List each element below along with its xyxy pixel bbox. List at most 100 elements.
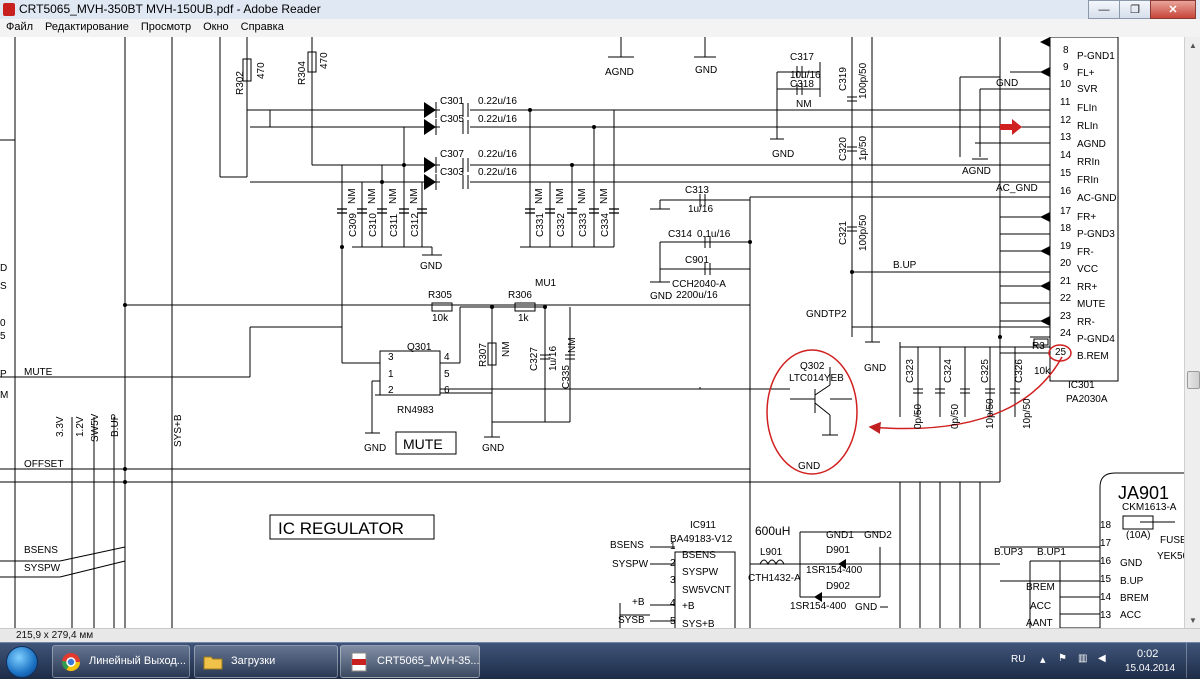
- ic301-pin-num: 14: [1060, 150, 1072, 161]
- ic301-pin-num: 23: [1060, 311, 1072, 322]
- ic-regulator-title: IC REGULATOR: [278, 519, 404, 538]
- window-title: CRT5065_MVH-350BT MVH-150UB.pdf - Adobe …: [19, 2, 321, 16]
- syspw-net-label: SYSPW: [24, 563, 61, 574]
- rail-sysb: SYS+B: [173, 414, 184, 447]
- ic301-pin-num: 19: [1060, 241, 1072, 252]
- ic301-pin-num: 20: [1060, 258, 1072, 269]
- menu-view[interactable]: Просмотр: [140, 21, 192, 33]
- r304-label: R304: [297, 61, 308, 85]
- minimize-button[interactable]: —: [1088, 0, 1120, 19]
- ic301-pin-label: RRIn: [1077, 157, 1100, 168]
- nm-label: NM: [367, 188, 378, 204]
- vertical-scrollbar[interactable]: ▲ ▼: [1184, 37, 1200, 628]
- window-controls: — ❐ ✕: [1088, 0, 1196, 19]
- r307-label: R307: [478, 343, 489, 367]
- nm-label: NM: [577, 188, 588, 204]
- menu-edit[interactable]: Редактирование: [45, 21, 129, 33]
- gnd-label: GND: [996, 78, 1018, 89]
- ic301-pin-label: P-GND4: [1077, 334, 1115, 345]
- ic301-pin-label: FRIn: [1077, 175, 1099, 186]
- volume-icon[interactable]: ◀: [1098, 653, 1106, 664]
- menu-help[interactable]: Справка: [240, 21, 284, 33]
- scroll-up-icon[interactable]: ▲: [1189, 40, 1197, 50]
- q301-pin: 4: [444, 352, 450, 363]
- yek-label: YEK50: [1157, 551, 1184, 562]
- left-partial: D: [0, 263, 7, 274]
- scroll-thumb[interactable]: [1187, 371, 1200, 389]
- language-indicator[interactable]: RU: [1011, 654, 1026, 665]
- rail-bup: B.UP: [110, 413, 121, 437]
- c327-label: C327: [529, 347, 540, 371]
- ic911-ext: +B: [632, 597, 645, 608]
- mu1-label: MU1: [535, 278, 557, 289]
- ic911-pin-label: SYS+B: [682, 619, 715, 628]
- start-button[interactable]: [6, 646, 38, 678]
- gnd-label: GND: [364, 443, 386, 454]
- taskbar-item-pdf[interactable]: CRT5065_MVH-35...: [340, 645, 480, 678]
- q301-pin: 2: [388, 385, 394, 396]
- ic911-pin-label: +B: [682, 601, 695, 612]
- c901-label: C901: [685, 255, 709, 266]
- q301-pin: 5: [444, 369, 450, 380]
- c333-label: C333: [578, 213, 589, 237]
- menu-window[interactable]: Окно: [203, 21, 229, 33]
- acc-net: ACC: [1030, 601, 1051, 612]
- ic301-part: PA2030A: [1066, 394, 1108, 405]
- ic911-pin-num: 2: [670, 558, 676, 569]
- adobe-reader-icon: [3, 3, 15, 16]
- gnd-label: GND: [482, 443, 504, 454]
- c313-label: C313: [685, 185, 709, 196]
- ic301-pin-num: 9: [1063, 62, 1069, 73]
- ic301-pin-label: P-GND3: [1077, 229, 1115, 240]
- ic301-pin-num: 12: [1060, 115, 1072, 126]
- close-button[interactable]: ✕: [1150, 0, 1196, 19]
- ic301-pin-label: FLIn: [1077, 103, 1097, 114]
- network-icon[interactable]: ▥: [1078, 653, 1088, 664]
- gnd1-label: GND1: [826, 530, 854, 541]
- document-view[interactable]: C301 0.22u/16 C305 0.22u/16 C307 0.22u/1…: [0, 37, 1184, 628]
- mute-net-label: MUTE: [24, 367, 53, 378]
- gnd-label: GND: [420, 261, 442, 272]
- bup-label: B.UP: [893, 260, 917, 271]
- clock-date[interactable]: 15.04.2014: [1125, 663, 1176, 674]
- tray-up-arrow-icon[interactable]: ▴: [1040, 654, 1046, 666]
- clock-time[interactable]: 0:02: [1137, 648, 1159, 660]
- gnd-label: GND: [855, 602, 877, 613]
- ic911-pin-label: BSENS: [682, 550, 716, 561]
- r302-label: R302: [235, 71, 246, 95]
- ic301-pin-num: 15: [1060, 168, 1072, 179]
- flag-icon[interactable]: ⚑: [1058, 653, 1067, 664]
- nm-label: NM: [796, 99, 812, 110]
- left-partial: M: [0, 390, 8, 401]
- maximize-button[interactable]: ❐: [1119, 0, 1151, 19]
- nm-label: NM: [567, 337, 578, 353]
- show-desktop-button[interactable]: [1186, 643, 1200, 678]
- ic301-pin-num: 17: [1060, 206, 1072, 217]
- c901-value: 2200u/16: [676, 290, 718, 301]
- taskbar-item-downloads[interactable]: Загрузки: [194, 645, 338, 678]
- rail-1v2: 1.2V: [75, 416, 86, 437]
- rail-3v3: 3.3V: [55, 416, 66, 437]
- c314-value: 0.1u/16: [697, 229, 731, 240]
- chrome-icon: [62, 653, 80, 672]
- c309-label: C309: [348, 213, 359, 237]
- ic301-pin-num: 11: [1060, 97, 1071, 108]
- c321-value: 100p/50: [858, 214, 869, 251]
- gnd-label: GND: [695, 65, 717, 76]
- c325-value: 10p/50: [985, 398, 996, 429]
- taskbar-item-label: Загрузки: [231, 655, 276, 667]
- scroll-down-icon[interactable]: ▼: [1189, 615, 1197, 625]
- bsens-net-label: BSENS: [24, 545, 58, 556]
- ic301-pin-num: 18: [1060, 223, 1072, 234]
- taskbar-item-chrome[interactable]: Линейный Выход...: [52, 645, 190, 678]
- ic301-pin-label: SVR: [1077, 84, 1098, 95]
- menu-file[interactable]: Файл: [6, 21, 34, 33]
- c305-label: C305: [440, 114, 464, 125]
- agnd-label: AGND: [962, 166, 991, 177]
- l901-label: L901: [760, 547, 783, 558]
- q301-label: Q301: [407, 342, 432, 353]
- c320-value: 1p/50: [858, 136, 869, 161]
- r305-value: 10k: [432, 313, 449, 324]
- r306-label: R306: [508, 290, 532, 301]
- ic911-ext: SYSPW: [612, 559, 649, 570]
